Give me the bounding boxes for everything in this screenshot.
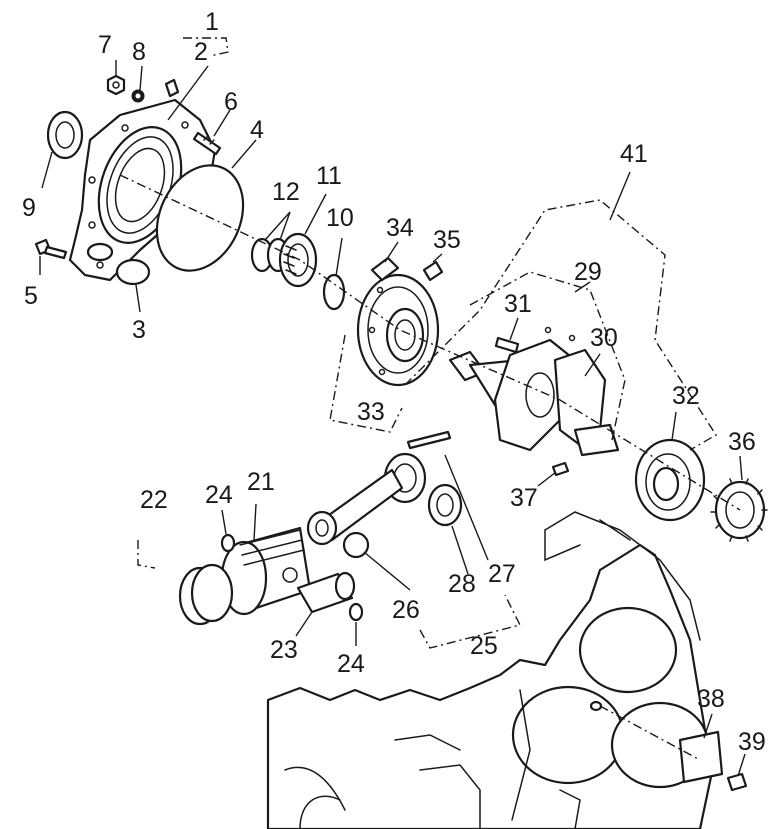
cylinder-bore-2 [511,685,625,785]
bracket-1 [183,37,229,57]
callout-12: 12 [272,178,300,206]
callout-11: 11 [316,162,342,190]
callout-8: 8 [132,38,146,66]
callout-1: 1 [205,8,219,36]
bolt-39 [726,772,748,792]
callout-29: 29 [574,258,602,286]
callout-labels: 1 2 3 4 5 6 7 8 9 10 11 12 21 22 23 24 2… [22,8,766,756]
nut-7 [106,74,126,96]
callout-24a: 24 [205,481,233,509]
callout-26: 26 [392,596,420,624]
cover-plate-38 [678,730,724,784]
callout-25: 25 [470,632,498,660]
bracket-22 [137,540,156,569]
callout-9: 9 [22,194,36,222]
callout-3: 3 [132,316,146,344]
piston-21 [220,526,312,616]
bracket-29 [469,271,626,441]
callout-10: 10 [326,204,354,232]
seal-9 [46,110,84,160]
callout-38: 38 [697,685,725,713]
callout-33: 33 [357,398,385,426]
callout-30: 30 [590,324,618,352]
bearing-shell [342,531,370,559]
callout-21: 21 [247,468,275,496]
cylinder-bore-1 [578,606,678,694]
bracket-41 [404,199,717,451]
callout-39: 39 [738,728,766,756]
snap-ring-10 [322,273,346,311]
callout-6: 6 [224,88,238,116]
key-34 [370,256,400,282]
plug-35 [422,260,444,282]
connecting-rod-26 [306,452,427,546]
callout-41: 41 [620,140,648,168]
pin-2 [164,78,180,98]
callout-22: 22 [140,486,168,514]
bearing-housing-33 [356,273,440,387]
circlip-24b [348,602,364,622]
callout-34: 34 [386,214,414,242]
leader-lines [39,60,746,777]
bolt-31 [494,336,520,354]
callout-5: 5 [24,282,38,310]
piston-pin-23 [296,571,356,614]
bolt-27 [406,430,452,450]
spring-assembly-11 [278,232,318,288]
callout-28: 28 [448,570,476,598]
callout-4: 4 [250,116,264,144]
callout-27: 27 [488,560,516,588]
bearing-32 [634,438,706,522]
circlip-24a [220,533,236,553]
piston-rings-22 [178,563,234,626]
callout-36: 36 [728,428,756,456]
gasket-ring-4 [155,164,245,272]
o-ring-3 [115,258,151,286]
callout-24b: 24 [337,650,365,678]
bolt-5 [34,238,68,260]
callout-23: 23 [270,636,298,664]
crankshaft-30 [448,326,620,457]
washer-8 [131,89,145,103]
callout-37: 37 [510,484,538,512]
callout-32: 32 [672,382,700,410]
stud-6 [192,131,222,156]
callout-35: 35 [433,226,461,254]
bracket-33 [329,334,403,433]
callout-31: 31 [504,290,532,318]
callout-2: 2 [194,38,208,66]
callout-7: 7 [98,31,112,59]
bushing-28 [427,483,463,527]
